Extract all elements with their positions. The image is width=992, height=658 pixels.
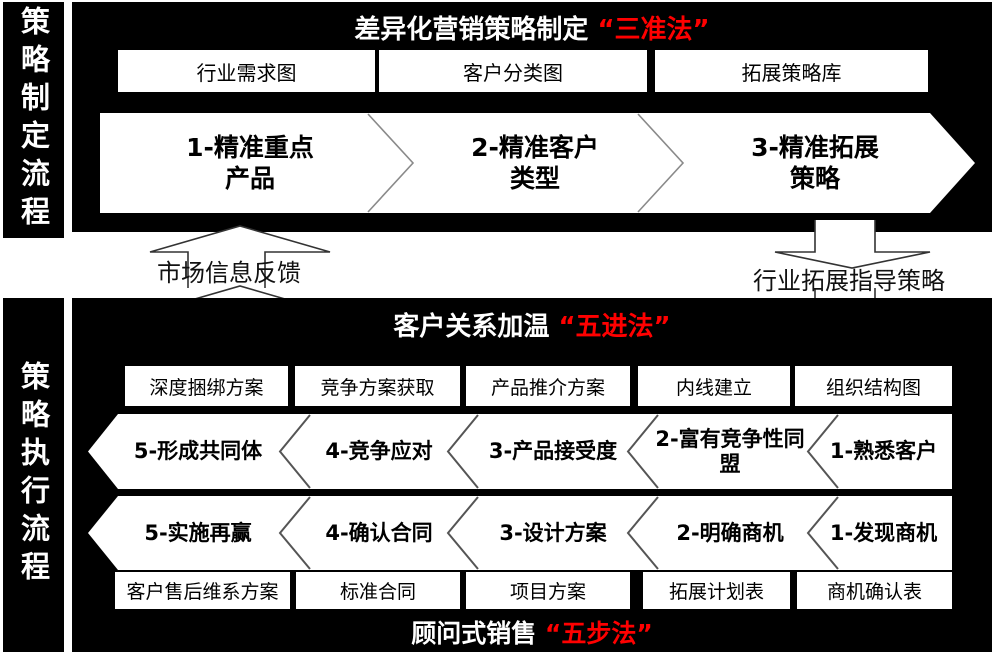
rail-strategy-making: 策略制定流程 [3,2,64,238]
arrow-step-3-line2: 策略 [789,164,840,193]
arrow-step-2-line1: 2-精准客户 [471,132,599,162]
warm-step-2: 2-富有竞争性同盟 [655,427,805,476]
box-customer-classification-map: 客户分类图 [379,50,647,92]
sale-step-5: 5-实施再赢 [144,520,252,545]
bottom-panel-title: 客户关系加温 “五进法” [72,306,992,343]
relationship-warming-arrow: 5-形成共同体 4-竞争应对 3-产品接受度 2-富有竞争性同盟 1-熟悉客户 [88,414,952,489]
arrow-step-3: 3-精准拓展 策略 [670,113,960,213]
warm-step-4: 4-竞争应对 [325,439,433,464]
footer-title-text: 顾问式销售 [411,619,537,648]
box-aftersales-retention-plan: 客户售后维系方案 [115,572,290,609]
box-industry-demand-map: 行业需求图 [118,50,375,92]
sale-step-3: 3-设计方案 [499,520,607,545]
top-panel: 差异化营销策略制定 “三准法” 行业需求图 客户分类图 拓展策略库 1-精准重点… [72,2,992,232]
sale-step-2: 2-明确商机 [676,520,784,545]
box-deep-bundling-plan: 深度捆绑方案 [125,366,288,406]
box-opportunity-confirmation: 商机确认表 [797,572,952,609]
box-competitor-plan-acquisition: 竞争方案获取 [295,366,460,406]
arrow-step-2: 2-精准客户 类型 [400,113,670,213]
bottom-panel: 客户关系加温 “五进法” 深度捆绑方案 竞争方案获取 产品推介方案 内线建立 组… [72,298,992,652]
arrow-step-1-line1: 1-精准重点 [186,132,314,162]
box-organization-chart: 组织结构图 [795,366,952,406]
footer-title-highlight: “五步法” [544,619,653,648]
top-title-highlight: “三准法” [597,15,710,45]
box-inside-line-building: 内线建立 [638,366,790,406]
arrow-step-1: 1-精准重点 产品 [100,113,400,213]
box-expansion-schedule: 拓展计划表 [643,572,790,609]
box-project-plan: 项目方案 [466,572,630,609]
box-product-promotion-plan: 产品推介方案 [466,366,630,406]
feedback-label: 市场信息反馈 [157,259,301,287]
arrow-step-3-line1: 3-精准拓展 [751,132,879,162]
warm-step-5: 5-形成共同体 [133,439,263,464]
bottom-title-text: 客户关系加温 [393,312,550,342]
three-step-arrow: 1-精准重点 产品 2-精准客户 类型 3-精准拓展 策略 [100,113,975,213]
arrow-step-1-line2: 产品 [224,164,275,193]
sale-step-1: 1-发现商机 [829,520,938,545]
rail-strategy-execution: 策略执行流程 [3,298,64,652]
bottom-panel-footer-title: 顾问式销售 “五步法” [72,614,992,650]
box-expansion-strategy-library: 拓展策略库 [655,50,928,92]
warm-step-1: 1-熟悉客户 [829,439,938,464]
top-panel-title: 差异化营销策略制定 “三准法” [72,9,992,46]
warm-step-3: 3-产品接受度 [488,439,618,464]
sale-step-4: 4-确认合同 [325,520,433,545]
arrow-step-2-line2: 类型 [509,164,560,193]
box-standard-contract: 标准合同 [296,572,460,609]
consultative-selling-arrow: 5-实施再赢 4-确认合同 3-设计方案 2-明确商机 1-发现商机 [88,496,952,570]
bottom-title-highlight: “五进法” [558,312,671,342]
guide-label: 行业拓展指导策略 [753,267,945,295]
top-title-text: 差异化营销策略制定 [354,15,589,45]
